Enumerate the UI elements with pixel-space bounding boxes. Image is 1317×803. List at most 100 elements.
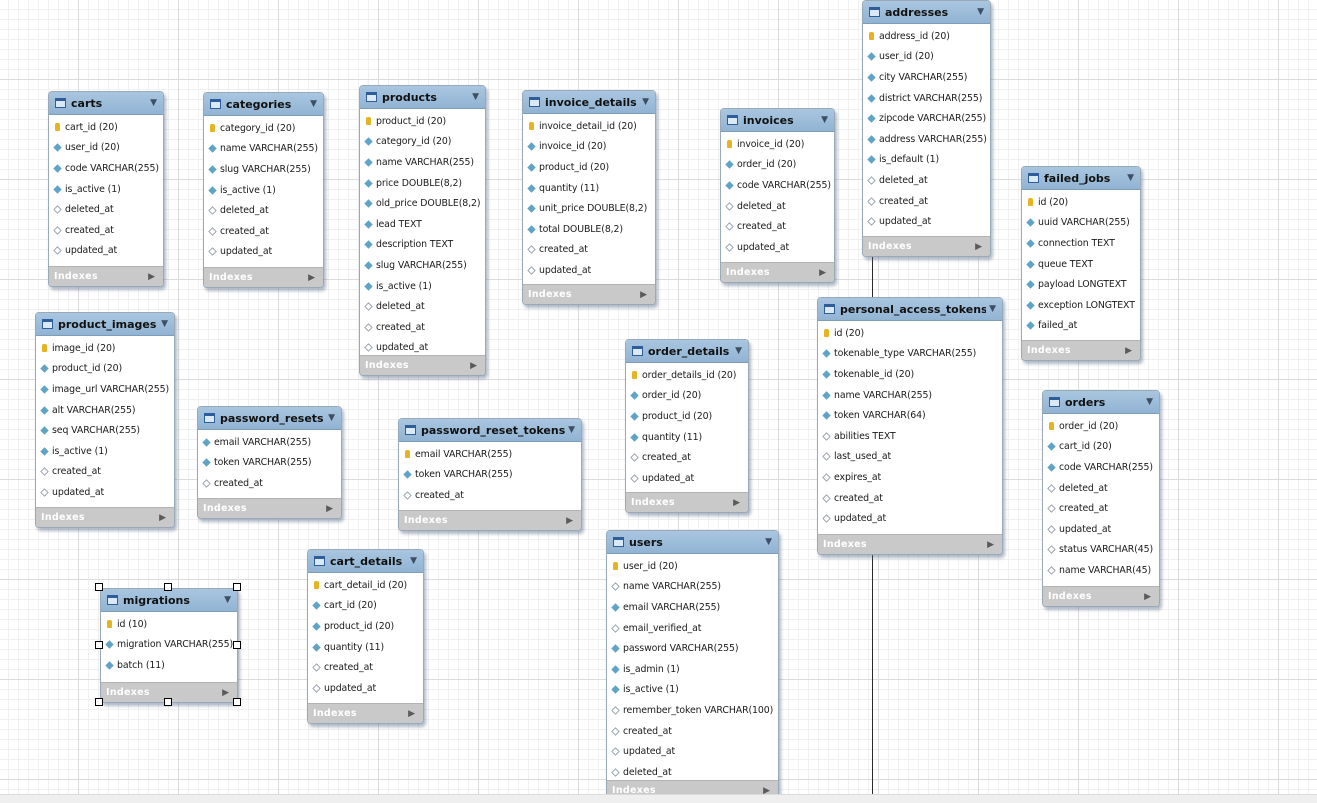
table-column[interactable]: order_id (20) (626, 386, 748, 407)
table-column[interactable]: name VARCHAR(255) (607, 577, 778, 598)
expand-arrow-icon[interactable]: ▶ (148, 271, 155, 282)
table-column[interactable]: is_active (1) (36, 441, 174, 462)
table-column[interactable]: updated_at (607, 741, 778, 762)
table-column[interactable]: created_at (308, 657, 423, 678)
expand-arrow-icon[interactable]: ▶ (326, 503, 333, 514)
table-column[interactable]: created_at (49, 220, 163, 241)
table-password-resets[interactable]: password_resets▼email VARCHAR(255)token … (197, 406, 342, 519)
expand-arrow-icon[interactable]: ▶ (1144, 591, 1151, 602)
table-column[interactable]: batch (11) (101, 655, 237, 676)
table-header[interactable]: invoices▼ (721, 109, 834, 132)
table-column[interactable]: created_at (36, 462, 174, 483)
table-column[interactable]: description TEXT (360, 235, 485, 256)
table-column[interactable]: deleted_at (204, 200, 323, 221)
table-column[interactable]: address VARCHAR(255) (863, 129, 990, 150)
chevron-down-icon[interactable]: ▼ (1127, 173, 1134, 183)
table-failed-jobs[interactable]: failed_jobs▼id (20)uuid VARCHAR(255)conn… (1021, 166, 1141, 361)
table-column[interactable]: name VARCHAR(255) (360, 152, 485, 173)
table-column[interactable]: is_active (1) (49, 179, 163, 200)
table-column[interactable]: cart_id (20) (308, 596, 423, 617)
table-column[interactable]: email VARCHAR(255) (607, 597, 778, 618)
expand-arrow-icon[interactable]: ▶ (975, 241, 982, 252)
table-column[interactable]: created_at (198, 473, 341, 494)
indexes-section[interactable]: Indexes▶ (523, 284, 655, 304)
table-column[interactable]: product_id (20) (308, 616, 423, 637)
table-column[interactable]: email VARCHAR(255) (399, 444, 581, 465)
expand-arrow-icon[interactable]: ▶ (566, 515, 573, 526)
table-column[interactable]: created_at (1043, 498, 1159, 519)
table-column[interactable]: category_id (20) (360, 132, 485, 153)
resize-handle[interactable] (233, 583, 241, 591)
table-column[interactable]: user_id (20) (863, 47, 990, 68)
table-header[interactable]: orders▼ (1043, 391, 1159, 414)
expand-arrow-icon[interactable]: ▶ (408, 708, 415, 719)
table-password-reset-tokens[interactable]: password_reset_tokens▼email VARCHAR(255)… (398, 418, 582, 531)
table-column[interactable]: lead TEXT (360, 214, 485, 235)
table-column[interactable]: code VARCHAR(255) (49, 158, 163, 179)
table-column[interactable]: cart_id (20) (1043, 437, 1159, 458)
table-carts[interactable]: carts▼cart_id (20)user_id (20)code VARCH… (48, 91, 164, 287)
table-column[interactable]: alt VARCHAR(255) (36, 400, 174, 421)
chevron-down-icon[interactable]: ▼ (568, 425, 575, 435)
table-column[interactable]: cart_id (20) (49, 117, 163, 138)
table-column[interactable]: updated_at (308, 678, 423, 699)
table-invoices[interactable]: invoices▼invoice_id (20)order_id (20)cod… (720, 108, 835, 283)
indexes-section[interactable]: Indexes▶ (399, 510, 581, 530)
indexes-section[interactable]: Indexes▶ (204, 267, 323, 287)
table-column[interactable]: updated_at (49, 241, 163, 262)
table-column[interactable]: id (10) (101, 614, 237, 635)
table-column[interactable]: created_at (818, 488, 1002, 509)
expand-arrow-icon[interactable]: ▶ (159, 512, 166, 523)
table-column[interactable]: updated_at (360, 338, 485, 359)
table-column[interactable]: is_active (1) (607, 680, 778, 701)
table-header[interactable]: password_reset_tokens▼ (399, 419, 581, 442)
table-column[interactable]: created_at (863, 191, 990, 212)
table-column[interactable]: name VARCHAR(255) (204, 139, 323, 160)
expand-arrow-icon[interactable]: ▶ (763, 785, 770, 796)
table-column[interactable]: failed_at (1022, 316, 1140, 337)
table-migrations[interactable]: migrations▼id (10)migration VARCHAR(255)… (100, 588, 238, 703)
table-header[interactable]: cart_details▼ (308, 550, 423, 573)
table-column[interactable]: category_id (20) (204, 118, 323, 139)
chevron-down-icon[interactable]: ▼ (161, 319, 168, 329)
table-column[interactable]: invoice_id (20) (523, 137, 655, 158)
table-column[interactable]: migration VARCHAR(255) (101, 635, 237, 656)
table-column[interactable]: deleted_at (607, 762, 778, 783)
table-header[interactable]: invoice_details▼ (523, 91, 655, 114)
table-header[interactable]: products▼ (360, 86, 485, 109)
table-column[interactable]: uuid VARCHAR(255) (1022, 213, 1140, 234)
table-addresses[interactable]: addresses▼address_id (20)user_id (20)cit… (862, 0, 991, 257)
table-column[interactable]: created_at (204, 221, 323, 242)
table-column[interactable]: status VARCHAR(45) (1043, 540, 1159, 561)
table-column[interactable]: token VARCHAR(64) (818, 405, 1002, 426)
chevron-down-icon[interactable]: ▼ (310, 99, 317, 109)
indexes-section[interactable]: Indexes▶ (1022, 340, 1140, 360)
indexes-section[interactable]: Indexes▶ (360, 355, 485, 375)
chevron-down-icon[interactable]: ▼ (989, 304, 996, 314)
table-header[interactable]: migrations▼ (101, 589, 237, 612)
table-column[interactable]: created_at (607, 721, 778, 742)
table-column[interactable]: slug VARCHAR(255) (360, 255, 485, 276)
table-column[interactable]: deleted_at (863, 170, 990, 191)
table-column[interactable]: order_details_id (20) (626, 365, 748, 386)
table-column[interactable]: created_at (626, 447, 748, 468)
table-header[interactable]: order_details▼ (626, 340, 748, 363)
table-orders[interactable]: orders▼order_id (20)cart_id (20)code VAR… (1042, 390, 1160, 607)
table-column[interactable]: name VARCHAR(255) (818, 385, 1002, 406)
table-column[interactable]: queue TEXT (1022, 254, 1140, 275)
indexes-section[interactable]: Indexes▶ (626, 492, 748, 512)
table-column[interactable]: updated_at (721, 237, 834, 258)
chevron-down-icon[interactable]: ▼ (765, 537, 772, 547)
table-header[interactable]: addresses▼ (863, 1, 990, 24)
table-column[interactable]: deleted_at (721, 196, 834, 217)
indexes-section[interactable]: Indexes▶ (101, 682, 237, 702)
table-column[interactable]: id (20) (818, 323, 1002, 344)
table-column[interactable]: deleted_at (360, 296, 485, 317)
table-column[interactable]: address_id (20) (863, 26, 990, 47)
table-column[interactable]: is_admin (1) (607, 659, 778, 680)
table-header[interactable]: carts▼ (49, 92, 163, 115)
table-order-details[interactable]: order_details▼order_details_id (20)order… (625, 339, 749, 513)
resize-handle[interactable] (95, 698, 103, 706)
table-invoice-details[interactable]: invoice_details▼invoice_detail_id (20)in… (522, 90, 656, 305)
